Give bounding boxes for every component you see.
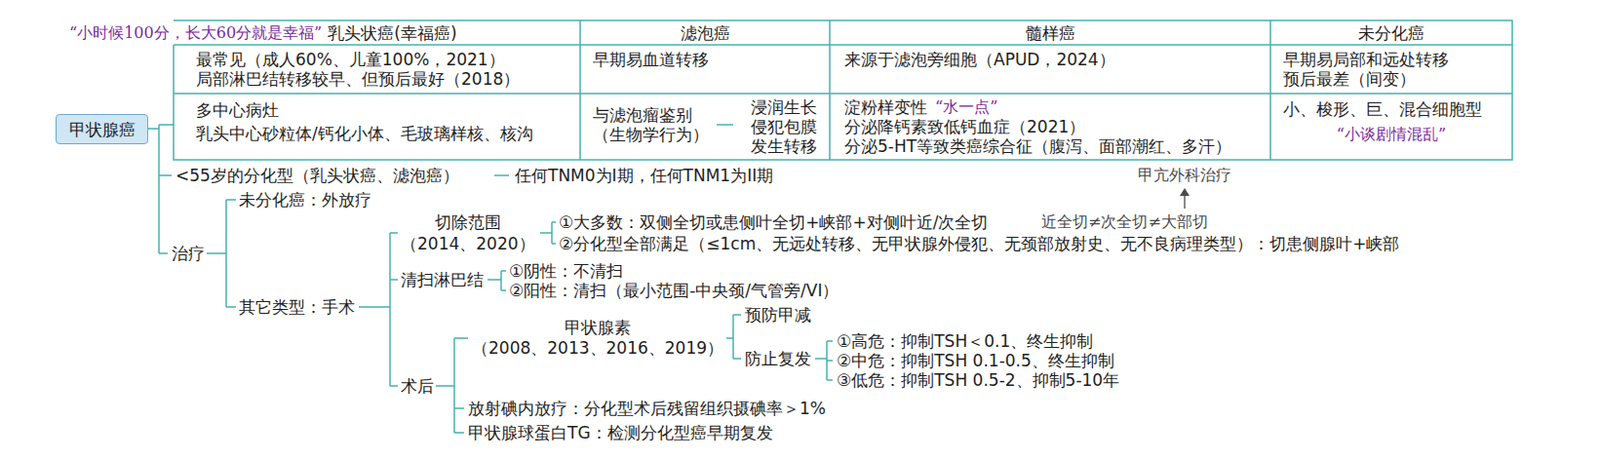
- branch-text: ①高危：抑制TSH＜0.1、终生抑制: [836, 331, 1093, 352]
- topic-text: 甲状腺癌: [69, 119, 136, 140]
- bracket-line: [540, 222, 556, 244]
- branch-text: <55岁的分化型（乳头状癌、滤泡癌）: [175, 165, 460, 186]
- table-header: 未分化癌: [1358, 23, 1425, 43]
- branch-text: 其它类型：手术: [238, 297, 355, 317]
- tree-lines: [148, 124, 833, 433]
- table-border: [173, 20, 1513, 160]
- branch-text: 甲状腺球蛋白TG：检测分化型癌早期复发: [468, 423, 774, 443]
- bracket-line: [815, 341, 833, 381]
- bracket-line: [206, 199, 236, 308]
- branch-text: ①阴性：不清扫: [508, 261, 624, 281]
- table-cell: 分泌5-HT等致类癌综合征（腹泻、面部潮红、多汗）: [844, 136, 1232, 157]
- table-cell: 淀粉样变性: [844, 97, 928, 118]
- branch-text: 放射碘内放疗：分化型术后残留组织摄碘率＞1%: [468, 398, 826, 419]
- table-cell: 局部淋巴结转移较早、但预后最好（2018）: [195, 69, 520, 89]
- branch-text: ②中危：抑制TSH 0.1-0.5、终生抑制: [836, 351, 1115, 371]
- table-cell: 早期易血道转移: [592, 49, 709, 70]
- branch-text: ②分化型全部满足（≤1cm、无远处转移、无甲状腺外侵犯、无颈部放射史、无不良病理…: [558, 234, 1400, 254]
- bracket-line: [358, 233, 398, 387]
- exam-years: （2014、2020）: [400, 234, 536, 254]
- branch-text: 任何TNM0为I期，任何TNM1为II期: [514, 165, 774, 186]
- branch-text: 切除范围: [434, 212, 502, 233]
- bracket-line: [435, 338, 469, 433]
- bracket-line: [148, 124, 174, 254]
- branch-text: 术后: [400, 376, 434, 396]
- note-arrow: [1179, 188, 1190, 209]
- table-column-line: [580, 20, 1271, 160]
- table-cell: 多中心病灶: [195, 100, 279, 120]
- table-cell: 来源于滤泡旁细胞（APUD，2024）: [844, 49, 1116, 70]
- branch-text: 预防甲减: [744, 305, 812, 325]
- handwritten-note: 甲亢外科治疗: [1137, 165, 1232, 186]
- branch-text: 防止复发: [744, 349, 812, 369]
- table-header: 髓样癌: [1025, 23, 1076, 43]
- arrow-line: [1183, 195, 1185, 209]
- dash-line: [716, 123, 734, 126]
- handwritten-note: “小谈剧情混乱”: [1336, 124, 1446, 145]
- table-cell: （生物学行为）: [592, 124, 709, 145]
- table-header: 滤泡癌: [680, 23, 731, 43]
- table-cell: 与滤泡瘤鉴别: [592, 105, 693, 125]
- branch-text: 清扫淋巴结: [400, 270, 484, 290]
- table-header: 乳头状癌(幸福癌): [327, 23, 457, 43]
- table-grid: [173, 20, 1513, 160]
- table-cell: 早期易局部和远处转移: [1283, 49, 1449, 70]
- table-cell: 侵犯包膜: [750, 117, 818, 137]
- table-cell: 预后最差（间变）: [1283, 69, 1416, 89]
- topic-box: 甲状腺癌: [55, 114, 149, 145]
- handwritten-note: 近全切≠次全切≠大部切: [1041, 212, 1209, 233]
- branch-text: ①大多数：双侧全切或患侧叶全切+峡部+对侧叶近/次全切: [558, 212, 988, 233]
- handwritten-note: “小时候100分，长大60分就是幸福”: [69, 23, 322, 43]
- table-cell: 浸润生长: [750, 97, 818, 118]
- branch-text: ②阳性：清扫（最小范围-中央颈/气管旁/VI）: [508, 280, 839, 301]
- bracket-line: [487, 271, 507, 291]
- dash-line: [494, 174, 509, 177]
- bracket-line: [726, 314, 742, 359]
- arrow-head: [1179, 188, 1190, 196]
- handwritten-note: “水一点”: [935, 97, 998, 118]
- branch-text: 治疗: [171, 243, 205, 264]
- exam-years: （2008、2013、2016、2019）: [471, 338, 724, 358]
- table-cell: 发生转移: [750, 136, 818, 157]
- table-cell: 最常见（成人60%、儿童100%，2021）: [195, 49, 506, 70]
- branch-text: 甲状腺素: [564, 317, 631, 338]
- branch-text: 未分化癌：外放疗: [238, 190, 372, 210]
- table-cell: 小、梭形、巨、混合细胞型: [1283, 99, 1483, 119]
- table-cell: 乳头中心砂粒体/钙化小体、毛玻璃样核、核沟: [195, 123, 534, 144]
- branch-text: ③低危：抑制TSH 0.5-2、抑制5-10年: [836, 370, 1120, 391]
- table-cell: 分泌降钙素致低钙血症（2021）: [844, 117, 1086, 137]
- table-row-line: [173, 44, 1513, 94]
